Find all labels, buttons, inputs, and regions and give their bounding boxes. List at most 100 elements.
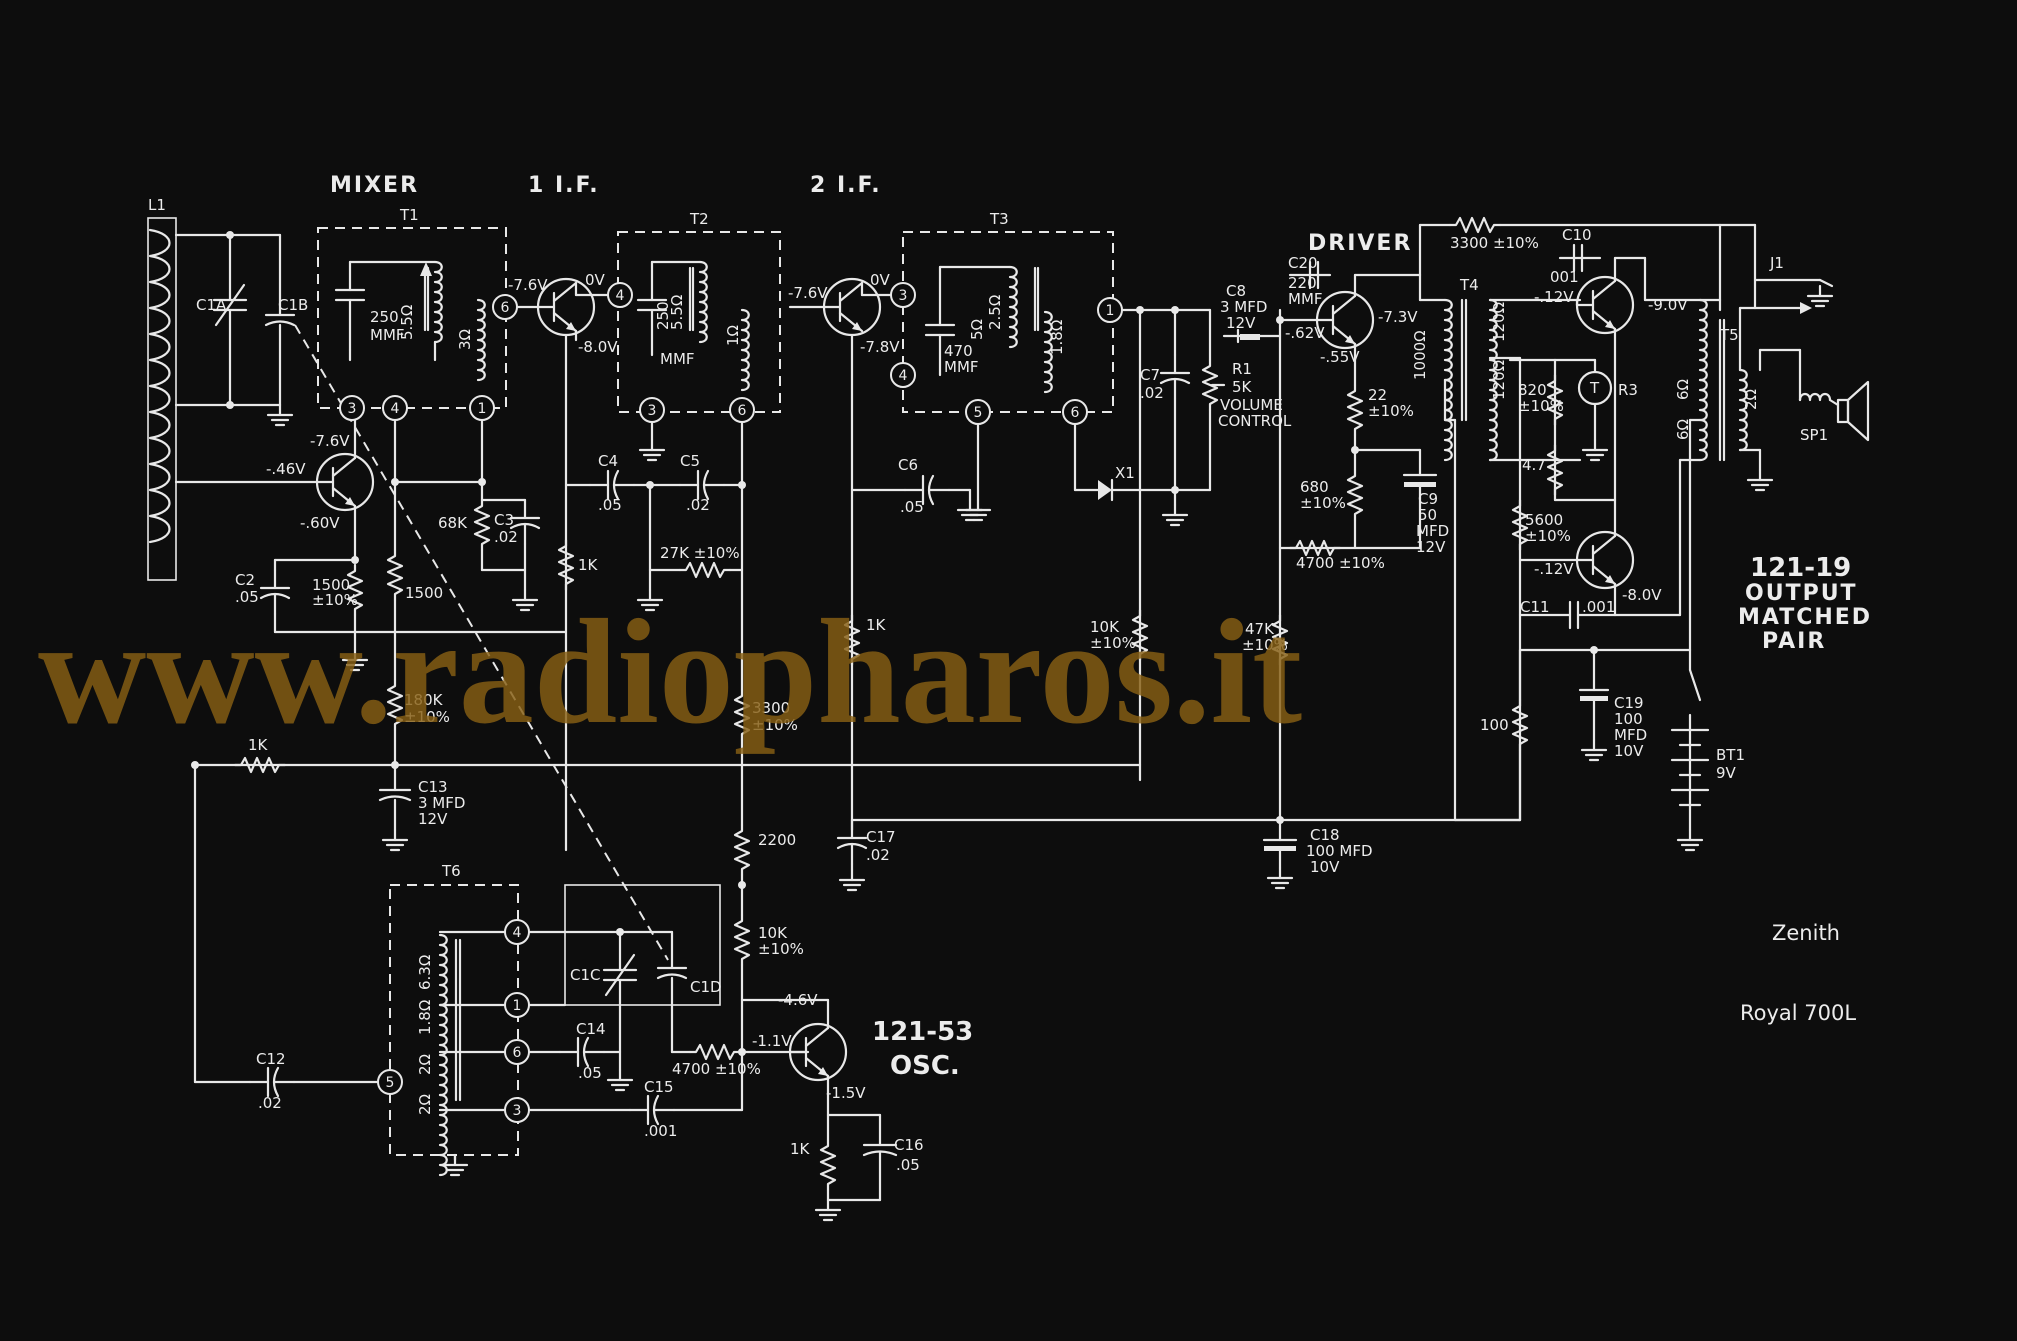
svg-text:10V: 10V <box>1310 858 1340 876</box>
svg-text:4: 4 <box>391 401 400 417</box>
c1b-label: C1B <box>278 296 308 314</box>
svg-text:001: 001 <box>1550 268 1579 286</box>
svg-text:MFD: MFD <box>1416 522 1449 540</box>
svg-text:.05: .05 <box>598 496 622 514</box>
svg-text:180K: 180K <box>404 691 444 709</box>
svg-text:3: 3 <box>513 1103 522 1119</box>
svg-text:1.8Ω: 1.8Ω <box>1048 320 1066 355</box>
svg-text:CONTROL: CONTROL <box>1218 412 1292 430</box>
svg-text:5600: 5600 <box>1525 511 1563 529</box>
svg-text:3Ω: 3Ω <box>456 329 474 350</box>
svg-text:220: 220 <box>1288 274 1317 292</box>
svg-text:6: 6 <box>501 300 510 316</box>
transformer-t1: T1 250 MMF 5.5Ω 3Ω <box>317 206 507 409</box>
svg-text:SP1: SP1 <box>1800 426 1828 444</box>
svg-text:C7: C7 <box>1140 366 1160 384</box>
svg-text:BT1: BT1 <box>1716 746 1745 764</box>
svg-text:-.55V: -.55V <box>1320 348 1360 366</box>
svg-text:5: 5 <box>974 405 983 421</box>
osc-label: OSC. <box>890 1051 960 1081</box>
svg-text:C18: C18 <box>1310 826 1340 844</box>
svg-text:820: 820 <box>1518 381 1547 399</box>
svg-text:1Ω: 1Ω <box>724 325 742 346</box>
svg-text:1K: 1K <box>248 736 269 754</box>
svg-text:5.5Ω: 5.5Ω <box>398 305 416 340</box>
svg-text:1: 1 <box>1106 303 1115 319</box>
svg-text:C1D: C1D <box>690 978 722 996</box>
svg-text:C3: C3 <box>494 511 514 529</box>
svg-text:MMF: MMF <box>944 358 979 376</box>
brand-model: Royal 700L <box>1740 1001 1856 1025</box>
svg-text:1.8Ω: 1.8Ω <box>416 1000 434 1035</box>
svg-text:6: 6 <box>513 1045 522 1061</box>
svg-text:1K: 1K <box>866 616 887 634</box>
svg-text:C17: C17 <box>866 828 896 846</box>
svg-text:3: 3 <box>648 403 657 419</box>
watermark-text: www.radiopharos.it <box>38 589 1302 755</box>
stage-driver-label: DRIVER <box>1308 231 1412 256</box>
svg-text:-7.6V: -7.6V <box>508 276 548 294</box>
svg-text:C10: C10 <box>1562 226 1592 244</box>
svg-text:4700 ±10%: 4700 ±10% <box>672 1060 761 1078</box>
svg-text:±10%: ±10% <box>1242 636 1288 654</box>
svg-text:2Ω: 2Ω <box>416 1094 434 1115</box>
transformer-t2: T2 250 MMF 5.5Ω 1Ω <box>617 210 781 413</box>
svg-text:68K: 68K <box>438 514 468 532</box>
svg-text:5: 5 <box>386 1075 395 1091</box>
svg-text:-.60V: -.60V <box>300 514 340 532</box>
output-label-2: MATCHED <box>1738 605 1872 630</box>
svg-text:T: T <box>1589 379 1600 397</box>
svg-text:12V: 12V <box>1226 314 1256 332</box>
svg-text:.001: .001 <box>1582 598 1615 616</box>
svg-text:L1: L1 <box>148 196 166 214</box>
svg-text:100: 100 <box>1480 716 1509 734</box>
svg-text:-7.8V: -7.8V <box>860 338 900 356</box>
svg-text:-7.3V: -7.3V <box>1378 308 1418 326</box>
output-transistor-top <box>1575 275 1635 335</box>
svg-text:-7.6V: -7.6V <box>310 432 350 450</box>
svg-text:12V: 12V <box>1416 538 1446 556</box>
transformer-t5: T5 6Ω 6Ω 2Ω <box>1674 298 1760 462</box>
svg-text:4: 4 <box>513 925 522 941</box>
svg-text:3: 3 <box>348 401 357 417</box>
svg-text:T3: T3 <box>989 210 1009 228</box>
svg-text:9V: 9V <box>1716 764 1737 782</box>
svg-text:4.7: 4.7 <box>1522 456 1546 474</box>
svg-text:4: 4 <box>899 368 908 384</box>
svg-text:3 MFD: 3 MFD <box>1220 298 1267 316</box>
transformer-t3: T3 470 MMF 5Ω 2.5Ω 1.8Ω <box>902 210 1114 413</box>
svg-text:.05: .05 <box>896 1156 920 1174</box>
svg-text:-1.1V: -1.1V <box>752 1032 792 1050</box>
svg-text:C12: C12 <box>256 1050 286 1068</box>
svg-text:±10%: ±10% <box>312 591 358 609</box>
antenna-coil-l1: L1 <box>147 196 177 581</box>
svg-text:2200: 2200 <box>758 831 796 849</box>
svg-text:C13: C13 <box>418 778 448 796</box>
driver-transistor <box>1315 290 1375 350</box>
svg-text:3 MFD: 3 MFD <box>418 794 465 812</box>
svg-text:6Ω: 6Ω <box>1674 419 1692 440</box>
svg-text:VOLUME: VOLUME <box>1220 396 1283 414</box>
svg-text:.02: .02 <box>686 496 710 514</box>
svg-text:250: 250 <box>654 301 672 330</box>
svg-text:C15: C15 <box>644 1078 674 1096</box>
svg-text:3: 3 <box>899 288 908 304</box>
svg-text:T6: T6 <box>441 862 461 880</box>
svg-text:27K ±10%: 27K ±10% <box>660 544 740 562</box>
svg-text:R1: R1 <box>1232 360 1252 378</box>
svg-text:C14: C14 <box>576 1020 606 1038</box>
oscillator-transistor <box>788 1022 848 1082</box>
svg-text:100 MFD: 100 MFD <box>1306 842 1373 860</box>
output-transistor-bottom <box>1575 530 1635 590</box>
svg-text:6: 6 <box>738 403 747 419</box>
svg-text:470: 470 <box>944 342 973 360</box>
svg-text:1500: 1500 <box>312 576 350 594</box>
svg-text:12V: 12V <box>418 810 448 828</box>
brand-maker: Zenith <box>1772 921 1840 945</box>
svg-text:R3: R3 <box>1618 381 1638 399</box>
svg-text:5Ω: 5Ω <box>968 319 986 340</box>
svg-text:±10%: ±10% <box>1518 397 1564 415</box>
svg-text:MFD: MFD <box>1614 726 1647 744</box>
svg-text:-7.6V: -7.6V <box>788 284 828 302</box>
svg-text:3300 ±10%: 3300 ±10% <box>1450 234 1539 252</box>
